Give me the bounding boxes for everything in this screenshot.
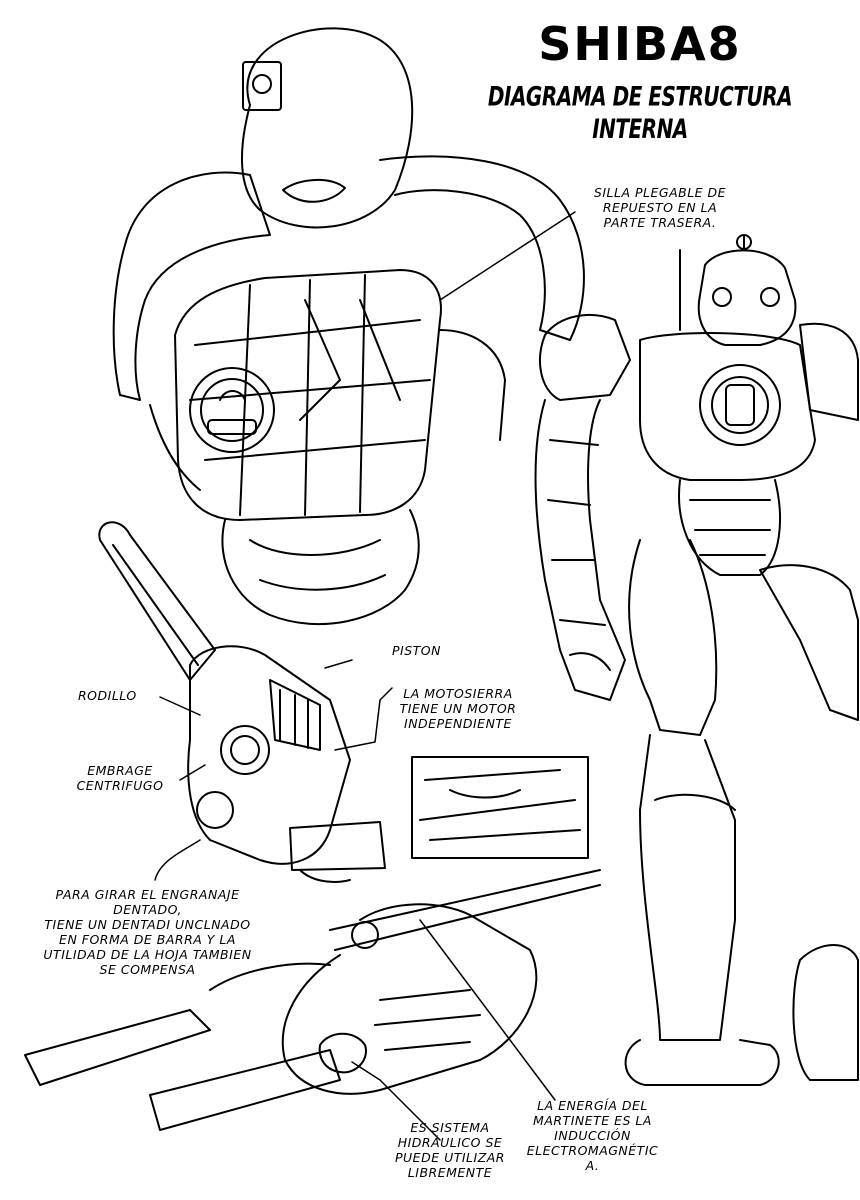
label-piston: PISTON	[392, 643, 441, 658]
hammer-blade-drawing	[24, 869, 601, 1131]
label-engranaje: PARA GIRAR EL ENGRANAJE DENTADO, TIENE U…	[43, 887, 252, 977]
label-embrage: EMBRAGE CENTRIFUGO	[76, 763, 164, 793]
callout-leader-lines	[154, 211, 576, 1141]
chainsaw-drawing	[98, 521, 589, 883]
label-energia: LA ENERGÍA DEL MARTINETE ES LA INDUCCIÓN…	[526, 1098, 659, 1173]
label-hidraulico: ES SISTEMA HIDRÁULICO SE PUEDE UTILIZAR …	[394, 1120, 505, 1180]
label-rodillo: RODILLO	[78, 688, 137, 703]
label-motosierra: LA MOTOSIERRA TIENE UN MOTOR INDEPENDIEN…	[399, 686, 517, 731]
page-subtitle: DIAGRAMA DE ESTRUCTURA INTERNA	[487, 80, 793, 145]
label-silla-plegable: SILLA PLEGABLE DE REPUESTO EN LA PARTE T…	[593, 185, 727, 230]
robot-figure-drawing	[534, 234, 859, 1086]
torso-cutaway-drawing	[112, 27, 585, 626]
page-title: SHIBA8	[538, 17, 742, 71]
